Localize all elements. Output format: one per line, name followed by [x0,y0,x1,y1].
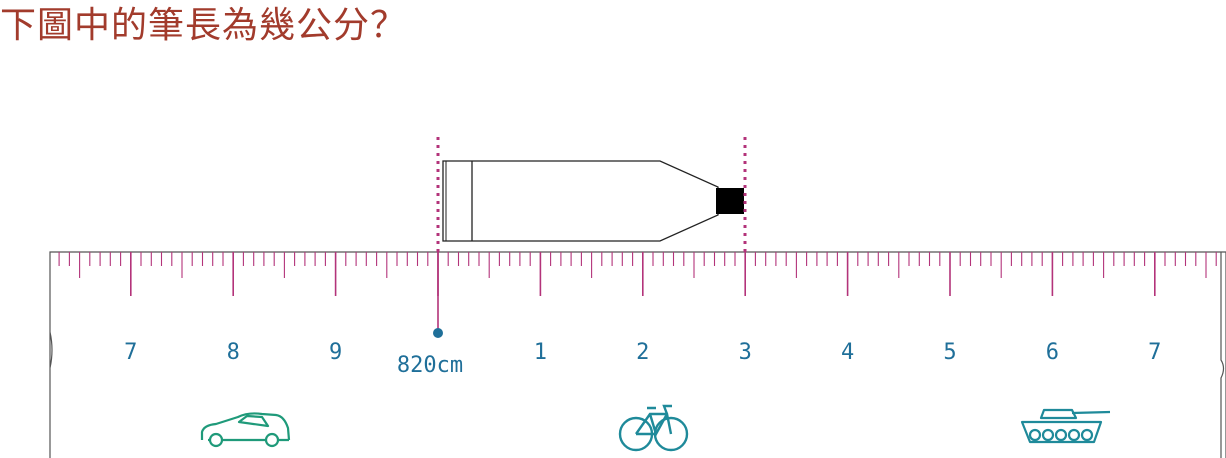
car-icon [200,412,291,448]
tick-label: 3 [739,340,752,365]
tick-label: 7 [124,340,137,365]
tick-label: 7 [1148,340,1161,365]
bicycle-icon [618,404,689,452]
tick-label: 4 [841,340,854,365]
question-text: 下圖中的筆長為幾公分？ [0,5,408,46]
pen [442,160,744,242]
ruler-labels: 7 8 9 1 2 3 4 5 6 7 [124,340,1161,365]
zero-point-dot [433,328,443,338]
tank-icon [1020,408,1111,444]
tick-label: 1 [534,340,547,365]
ruler-outline [49,251,1226,458]
tick-label: 6 [1046,340,1059,365]
tick-label: 2 [636,340,649,365]
pen-tip [716,188,744,214]
unit-label: 820cm [397,353,463,378]
ruler-ticks [58,252,1217,333]
tick-label: 9 [329,340,342,365]
tick-label: 8 [227,340,240,365]
tick-label: 5 [943,340,956,365]
